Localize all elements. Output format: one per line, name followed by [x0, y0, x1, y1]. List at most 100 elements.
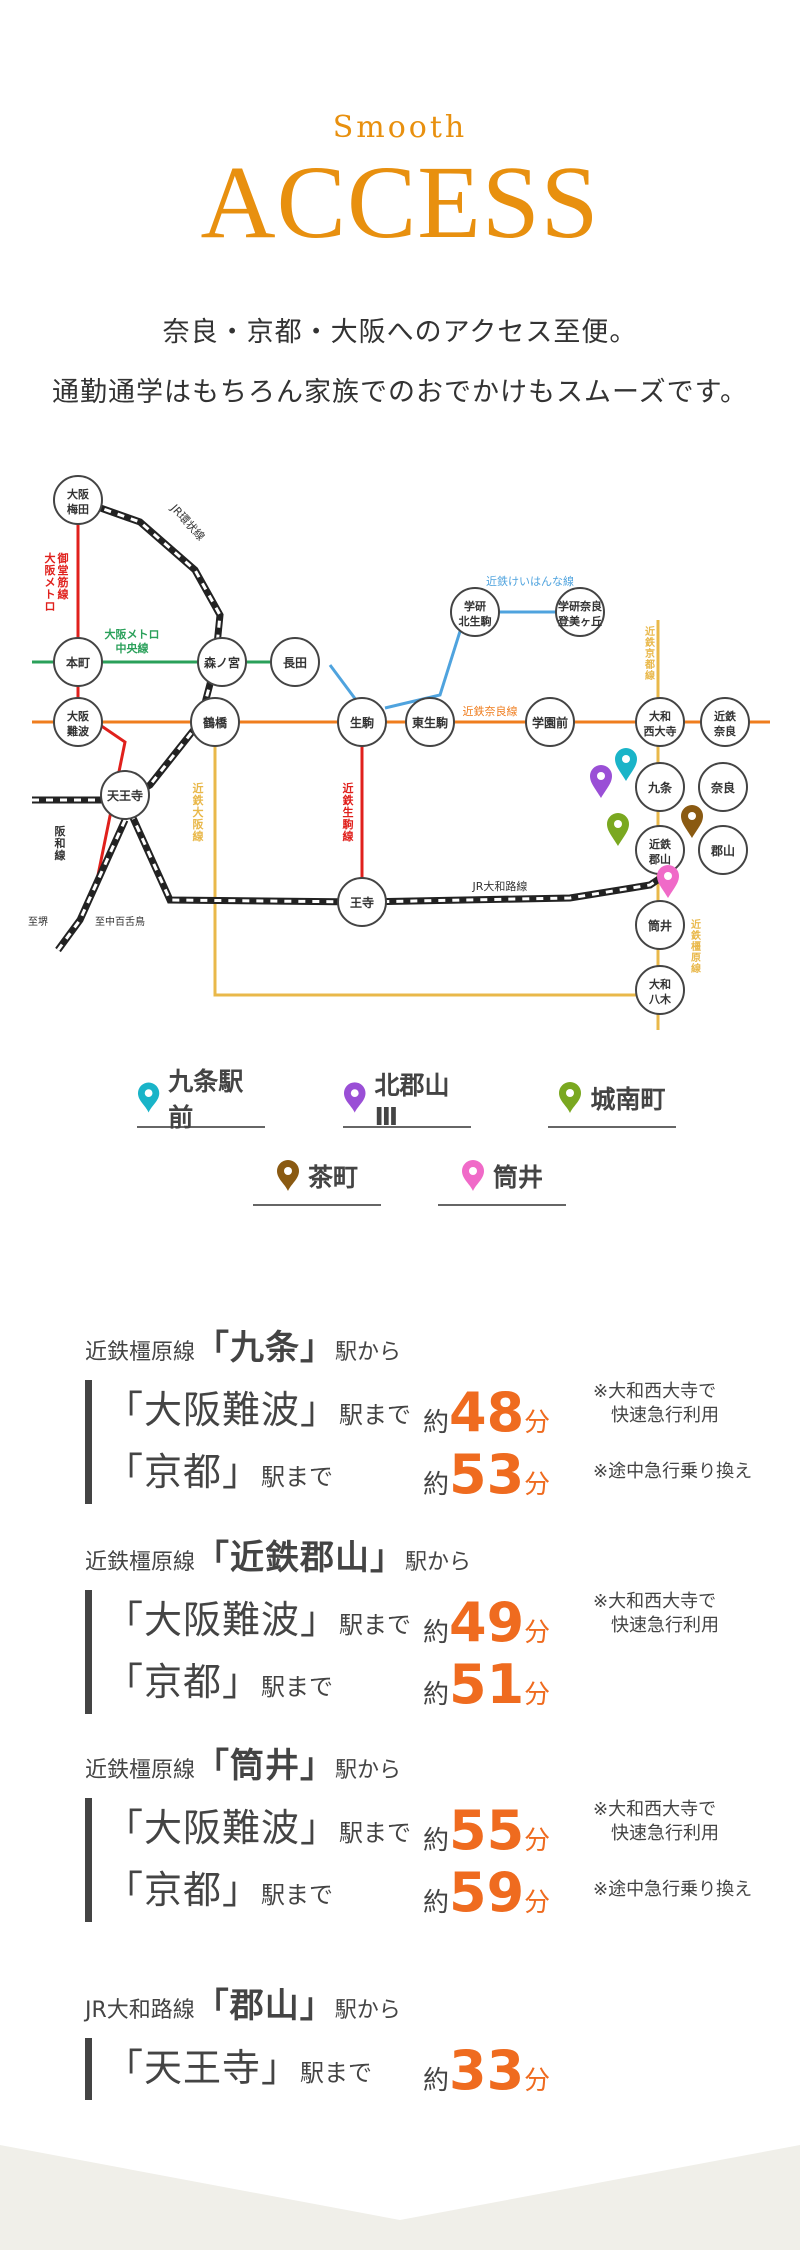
route-note-line: ※大和西大寺で — [593, 1591, 717, 1612]
station-kintetsu-nara-label: 奈良 — [713, 724, 736, 738]
made-suffix: 駅まで — [339, 1401, 412, 1429]
route-note-line: ※途中急行乗り換え — [593, 1879, 753, 1900]
route-note-line: 快速急行利用 — [593, 1615, 719, 1636]
travel-time: 約55分 — [423, 1804, 550, 1858]
station-morinomiya-label: 森ノ宮 — [204, 655, 240, 670]
minutes-value: 59 — [449, 1861, 525, 1924]
legend-item: 筒井 — [438, 1148, 566, 1206]
travel-time: 約59分 — [423, 1866, 550, 1920]
origin-station: JR大和路線「郡山」駅から — [85, 1978, 401, 2027]
label-midosuji-2: 堂 — [58, 563, 69, 577]
station-name: 「近鉄郡山」 — [195, 1538, 406, 1578]
destination: 「大阪難波」駅まで — [105, 1797, 411, 1852]
destination-row: 「大阪難波」駅まで約48分※大和西大寺で 快速急行利用 — [105, 1380, 800, 1440]
travel-time: 約53分 — [423, 1448, 550, 1502]
map-pin-icon — [559, 1082, 582, 1113]
route-note: ※大和西大寺で 快速急行利用 — [593, 1798, 719, 1846]
station-name: 「郡山」 — [194, 1986, 335, 2026]
route-note: ※大和西大寺で 快速急行利用 — [593, 1590, 719, 1638]
made-suffix: 駅まで — [339, 1611, 412, 1639]
from-suffix: 駅から — [405, 1550, 472, 1575]
station-tsutsui — [635, 900, 685, 950]
destination-row: 「京都」駅まで約51分 — [105, 1652, 800, 1712]
destination-station: 「天王寺」 — [105, 2046, 301, 2090]
station-gakuen-mae — [525, 697, 575, 747]
station-kintetsu-koriyama-label: 郡山 — [648, 852, 671, 866]
station-name: 「筒井」 — [195, 1746, 336, 1786]
station-oji-label: 王寺 — [350, 895, 374, 910]
label-to-sakai: 至堺 — [28, 916, 48, 928]
station-honmachi-label: 本町 — [66, 655, 90, 670]
station-yamato-saidaiji-label: 西大寺 — [644, 724, 677, 738]
made-suffix: 駅まで — [339, 1819, 412, 1847]
destination: 「京都」駅まで — [105, 1859, 333, 1914]
label-osaka-line: 線 — [193, 829, 204, 843]
legend-item: 九条駅前 — [137, 1067, 265, 1132]
map-pin-dot — [614, 820, 622, 828]
approx-label: 約 — [423, 1680, 450, 1710]
station-osaka-namba-label: 難波 — [67, 724, 90, 738]
made-suffix: 駅まで — [261, 1881, 334, 1909]
station-gakken-kita-ikoma — [450, 587, 500, 637]
approx-label: 約 — [423, 1408, 450, 1438]
station-koriyama — [698, 825, 748, 875]
travel-time: 約51分 — [423, 1658, 550, 1712]
route-note-line: ※途中急行乗り換え — [593, 1461, 753, 1482]
accent-bar — [85, 1380, 92, 1504]
legend-label: 城南町 — [590, 1085, 666, 1114]
approx-label: 約 — [423, 1618, 450, 1648]
osaka-line — [213, 722, 660, 997]
header-access: ACCESS — [200, 145, 600, 260]
route-note: ※途中急行乗り換え — [593, 1878, 752, 1902]
travel-time: 約49分 — [423, 1596, 550, 1650]
destination-row: 「京都」駅まで約53分※途中急行乗り換え — [105, 1442, 800, 1502]
destination-row: 「大阪難波」駅まで約49分 ※大和西大寺で 快速急行利用 — [105, 1590, 800, 1650]
header-smooth: Smooth — [332, 110, 468, 145]
destination-row: 「天王寺」駅まで約33分 — [105, 2038, 800, 2098]
station-yamato-saidaiji — [635, 697, 685, 747]
legend-label: 茶町 — [307, 1163, 358, 1192]
from-suffix: 駅から — [335, 1340, 402, 1365]
map-pin-icon — [681, 805, 703, 838]
destination-station: 「京都」 — [105, 1868, 262, 1912]
station-gakken-nara-tomigaoka-label: 登美ヶ丘 — [557, 614, 602, 628]
station-oji — [337, 877, 387, 927]
station-nara — [698, 762, 748, 812]
station-tennoji — [100, 770, 150, 820]
label-osaka-line: 阪 — [193, 817, 205, 831]
station-kujo — [635, 762, 685, 812]
station-higashi-ikoma — [405, 697, 455, 747]
route-map: 大阪梅田本町大阪難波天王寺森ノ宮鶴橋長田生駒東生駒学園前学研北生駒学研奈良登美ヶ… — [28, 475, 770, 1030]
station-nagata — [270, 637, 320, 687]
made-suffix: 駅まで — [300, 2059, 373, 2087]
label-kyoto-line: 近 — [645, 625, 655, 638]
travel-time: 約48分 — [423, 1386, 550, 1440]
from-suffix: 駅から — [335, 1758, 402, 1783]
station-ikoma-label: 生駒 — [350, 715, 374, 730]
line-name: 近鉄橿原線 — [85, 1758, 196, 1783]
map-pin-icon — [343, 1082, 366, 1113]
label-to-nakamozu: 至中百舌鳥 — [95, 915, 145, 928]
destination-row: 「大阪難波」駅まで約55分 ※大和西大寺で 快速急行利用 — [105, 1798, 800, 1858]
destination-station: 「大阪難波」 — [105, 1388, 340, 1432]
label-midosuji-2: 線 — [58, 587, 69, 601]
station-osaka-umeda-label: 梅田 — [67, 502, 89, 516]
legend-item: 城南町 — [548, 1070, 676, 1128]
destination-row: 「京都」駅まで 約59分 ※途中急行乗り換え — [105, 1860, 800, 1920]
label-hanwa: 和 — [55, 836, 66, 850]
destination-station: 「京都」 — [105, 1660, 262, 1704]
yamatoji-line-dash — [123, 799, 666, 904]
station-nara-label: 奈良 — [710, 780, 735, 795]
map-pin-dot — [688, 812, 696, 820]
station-yamato-saidaiji-label: 大和 — [649, 709, 671, 723]
destination: 「大阪難波」駅まで — [105, 1589, 411, 1644]
station-yamato-yagi-label: 八木 — [648, 992, 672, 1006]
label-kyoto-line: 鉄 — [645, 636, 655, 649]
label-kyoto-line: 都 — [644, 658, 655, 671]
map-pin-icon — [137, 1082, 160, 1113]
minutes-value: 53 — [449, 1443, 525, 1506]
map-pin-dot — [622, 755, 630, 763]
route-note-line: ※大和西大寺で — [593, 1381, 717, 1402]
label-kyoto-line: 線 — [645, 669, 655, 682]
